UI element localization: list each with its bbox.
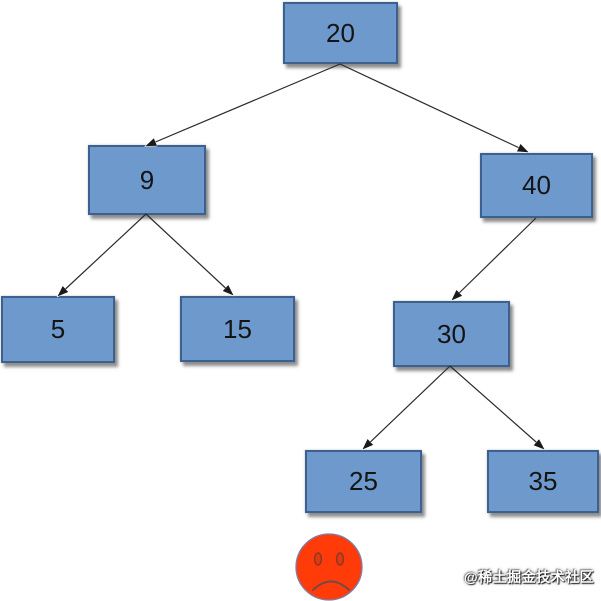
face-frown-mouth xyxy=(312,580,350,591)
node-label: 35 xyxy=(528,466,558,496)
node-label: 15 xyxy=(223,313,252,344)
face-head xyxy=(295,533,363,601)
tree-edge-9-5 xyxy=(58,213,147,296)
tree-node-40: 40 xyxy=(480,153,593,218)
tree-node-9: 9 xyxy=(88,145,206,215)
tree-edge-20-40 xyxy=(339,63,528,152)
tree-edge-20-9 xyxy=(146,63,341,146)
tree-edge-9-15 xyxy=(145,213,233,295)
node-label: 20 xyxy=(326,17,355,48)
tree-node-30: 30 xyxy=(393,301,510,367)
watermark: @稀土掘金技术社区 xyxy=(464,569,595,585)
tree-node-5: 5 xyxy=(1,296,115,363)
node-label: 30 xyxy=(437,318,466,349)
node-label: 40 xyxy=(522,170,551,200)
tree-node-25: 25 xyxy=(305,450,422,513)
tree-edge-30-35 xyxy=(449,365,544,449)
tree-node-35: 35 xyxy=(487,450,599,513)
tree-edge-30-25 xyxy=(363,365,451,449)
sad-face-icon xyxy=(295,533,363,601)
node-label: 9 xyxy=(139,164,155,195)
tree-edge-40-30 xyxy=(452,217,537,300)
tree-node-20: 20 xyxy=(283,2,398,64)
node-label: 5 xyxy=(50,314,66,344)
tree-node-15: 15 xyxy=(180,296,295,362)
face-eye-left xyxy=(313,552,323,566)
node-label: 25 xyxy=(349,466,378,496)
face-eye-right xyxy=(335,552,345,566)
